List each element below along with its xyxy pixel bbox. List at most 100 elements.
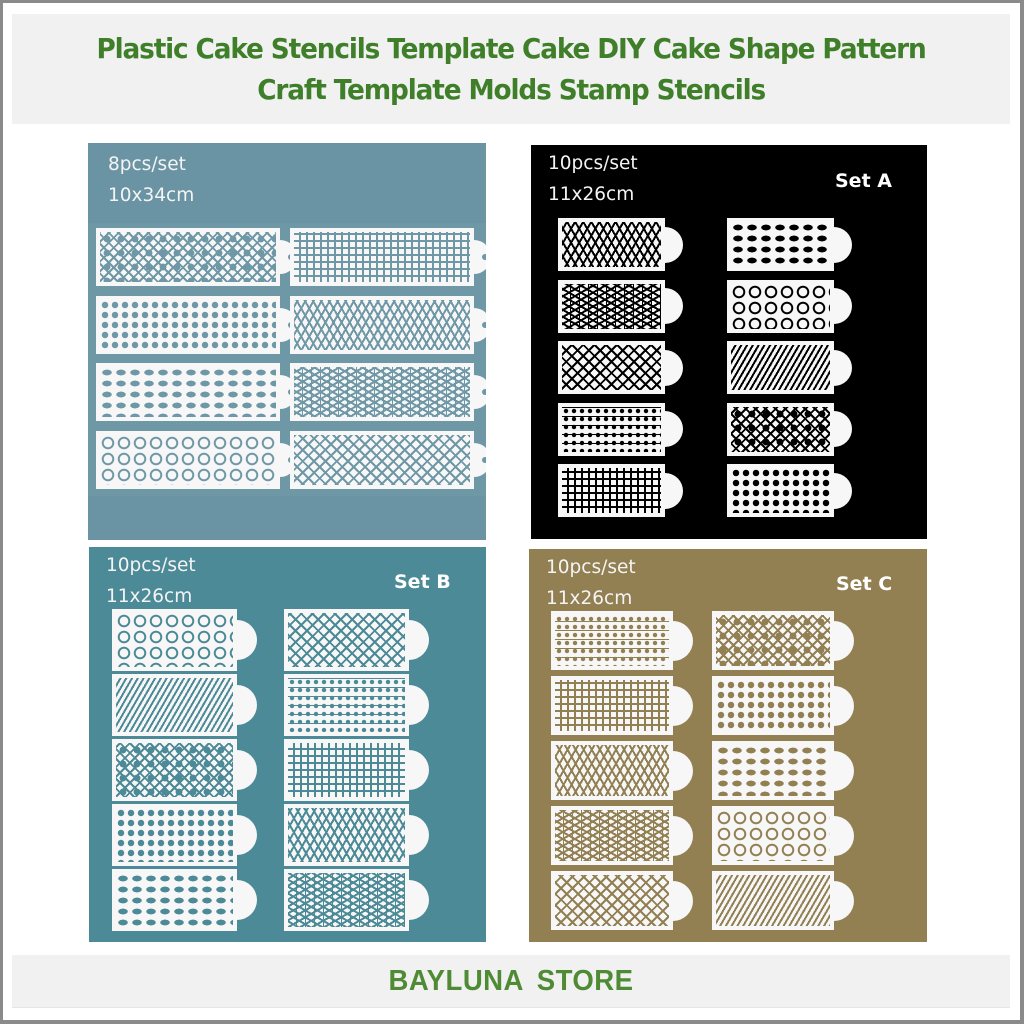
stencil-size: 11x26cm — [546, 588, 633, 609]
set-spec: 10pcs/set 11x26cm — [106, 550, 196, 612]
stencil-pattern — [727, 279, 834, 333]
hanging-hole-icon — [481, 254, 486, 260]
stencil-template — [112, 739, 257, 801]
hanging-hole-icon — [481, 389, 486, 395]
stencil-template — [558, 464, 683, 517]
stencil-pattern — [558, 402, 665, 456]
stencil-template — [284, 804, 429, 866]
stencil-pattern — [112, 739, 237, 801]
stencil-template — [551, 806, 693, 865]
stencil-pattern — [96, 363, 280, 421]
set-spec: 10pcs/set 11x26cm — [546, 552, 636, 614]
stencil-pattern — [558, 218, 665, 271]
stencil-template — [727, 341, 852, 394]
product-title-line-1: Plastic Cake Stencils Template Cake DIY … — [96, 32, 926, 65]
stencil-template — [290, 363, 486, 421]
stencil-size: 11x26cm — [106, 586, 193, 607]
piece-count: 10pcs/set — [546, 557, 636, 578]
stencil-pattern — [712, 806, 834, 865]
stencil-template — [727, 464, 852, 517]
stencil-pattern — [551, 806, 673, 865]
panel-set-c: 10pcs/set 11x26cm Set C — [529, 549, 927, 942]
panel-set-b: 10pcs/set 11x26cm Set B — [89, 547, 486, 942]
stencil-pattern — [712, 871, 834, 930]
set-label: Set A — [835, 170, 892, 192]
stencil-template — [112, 869, 257, 931]
stencil-pattern — [712, 676, 834, 735]
panel-8pcs-set: 8pcs/set 10x34cm — [88, 143, 486, 540]
stencil-template — [551, 611, 693, 670]
product-title-line-2: Craft Template Molds Stamp Stencils — [257, 73, 766, 106]
set-label: Set C — [836, 573, 893, 595]
stencil-template — [558, 279, 683, 333]
stencil-template — [558, 341, 683, 394]
stencil-template — [551, 741, 693, 800]
set-spec: 8pcs/set 10x34cm — [108, 149, 194, 211]
stencil-template — [290, 431, 486, 489]
stencil-pattern — [558, 279, 665, 333]
panel-footer-strip — [88, 496, 486, 540]
set-spec: 10pcs/set 11x26cm — [548, 148, 638, 210]
title-banner: Plastic Cake Stencils Template Cake DIY … — [12, 14, 1010, 124]
stencil-template — [551, 871, 693, 930]
stencil-template — [284, 739, 429, 801]
stencil-template — [112, 674, 257, 736]
stencil-template — [96, 431, 297, 489]
stencil-template — [712, 676, 854, 735]
stencil-pattern — [284, 609, 409, 671]
panel-header — [88, 143, 486, 223]
stencil-pattern — [551, 676, 673, 735]
stencil-pattern — [727, 464, 834, 517]
piece-count: 8pcs/set — [108, 154, 186, 175]
stencil-pattern — [96, 431, 280, 489]
panel-set-a: 10pcs/set 11x26cm Set A — [531, 145, 927, 539]
stencil-pattern — [727, 218, 834, 271]
stencil-pattern — [290, 431, 474, 489]
stencil-pattern — [290, 296, 474, 354]
stencil-template — [727, 218, 852, 271]
stencil-template — [712, 806, 854, 865]
stencil-pattern — [112, 804, 237, 866]
stencil-pattern — [284, 739, 409, 801]
stencil-template — [727, 279, 852, 333]
stencil-template — [712, 741, 854, 800]
stencil-size: 10x34cm — [108, 185, 195, 206]
stencil-template — [284, 609, 429, 671]
stencil-template — [284, 869, 429, 931]
stencil-pattern — [551, 871, 673, 930]
store-name: BAYLUNA STORE — [388, 964, 634, 997]
stencil-template — [558, 218, 683, 271]
stencil-template — [96, 363, 297, 421]
stencil-template — [727, 402, 852, 456]
stencil-pattern — [712, 741, 834, 800]
stencil-pattern — [284, 674, 409, 736]
store-banner: BAYLUNA STORE — [12, 955, 1010, 1008]
stencil-pattern — [712, 611, 834, 670]
piece-count: 10pcs/set — [106, 555, 196, 576]
piece-count: 10pcs/set — [548, 153, 638, 174]
hanging-hole-icon — [481, 457, 486, 463]
stencil-template — [712, 611, 854, 670]
stencil-pattern — [112, 674, 237, 736]
stencil-pattern — [727, 341, 834, 394]
stencil-template — [290, 296, 486, 354]
stencil-template — [284, 674, 429, 736]
stencil-template — [558, 402, 683, 456]
stencil-template — [112, 609, 257, 671]
stencil-pattern — [290, 228, 474, 286]
stencil-pattern — [551, 611, 673, 670]
stencil-pattern — [112, 869, 237, 931]
stencil-size: 11x26cm — [548, 184, 635, 205]
stencil-template — [96, 228, 297, 286]
stencil-pattern — [290, 363, 474, 421]
stencil-pattern — [551, 741, 673, 800]
stencil-template — [290, 228, 486, 286]
stencil-template — [712, 871, 854, 930]
stencil-pattern — [284, 804, 409, 866]
hanging-hole-icon — [481, 322, 486, 328]
stencil-template — [551, 676, 693, 735]
stencil-pattern — [284, 869, 409, 931]
set-label: Set B — [394, 571, 451, 593]
stencil-pattern — [112, 609, 237, 671]
